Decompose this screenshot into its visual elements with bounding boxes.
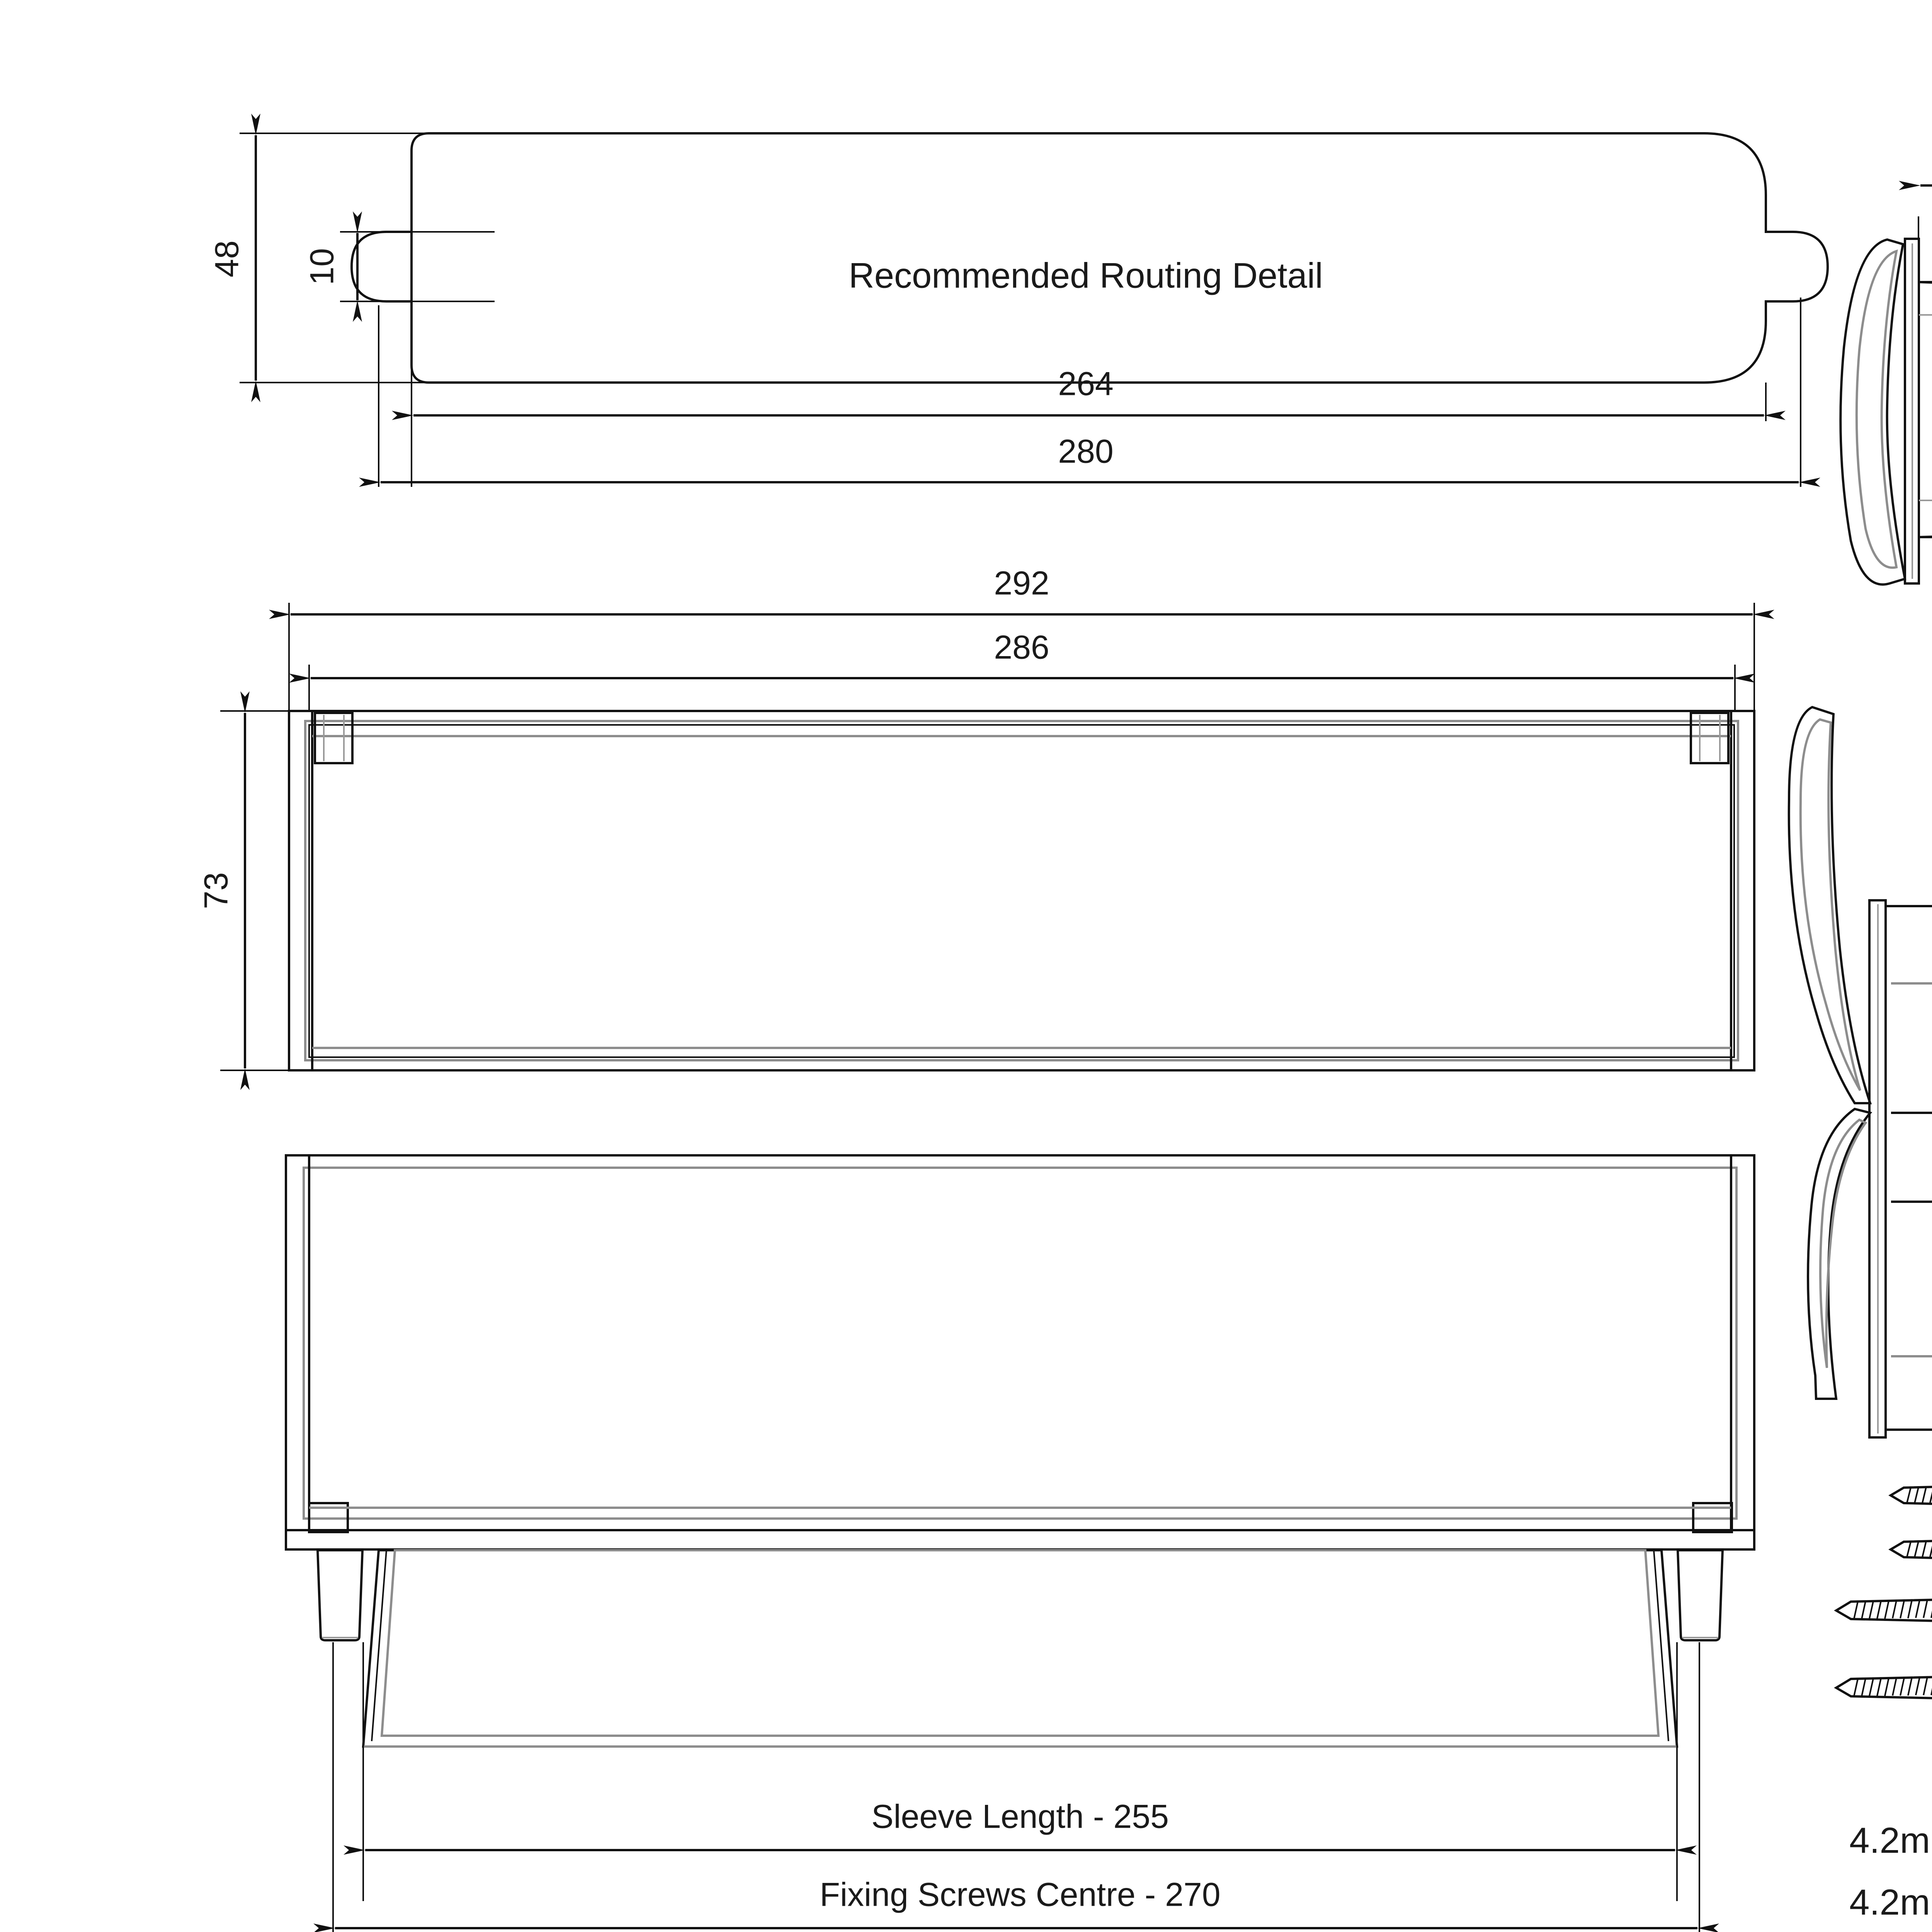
front-plate-outer bbox=[288, 710, 1755, 1071]
front-plate-bevel bbox=[304, 720, 1739, 1061]
view-door-thickness-section: 40 - 80 bbox=[1839, 181, 1932, 586]
screw-long-1-body bbox=[1834, 1599, 1932, 1622]
dim-label-292: 292 bbox=[994, 565, 1049, 602]
side-tongue bbox=[1891, 1112, 1932, 1203]
rear-sleeve-outline bbox=[362, 1549, 1679, 1748]
rear-sleeve-left-edge bbox=[371, 1550, 387, 1742]
dim-label-280: 280 bbox=[1058, 433, 1114, 470]
dim-label-48: 48 bbox=[209, 240, 246, 277]
rear-hinge-knuckle-right bbox=[1692, 1502, 1733, 1533]
rear-hinge-knuckle-left bbox=[308, 1502, 349, 1533]
side-flap-upper-outer bbox=[1787, 706, 1872, 1104]
screw-label-50mm: 4.2mm x 50mm bbox=[1849, 1820, 1932, 1861]
screw-short-2-body bbox=[1888, 1540, 1932, 1559]
rear-plate-outer bbox=[285, 1154, 1755, 1531]
section-left-flap-inner bbox=[1855, 249, 1898, 569]
view-front-elevation: 292 286 73 bbox=[198, 565, 1774, 1090]
screw-long-2 bbox=[1834, 1676, 1932, 1699]
side-sleeve-body bbox=[1886, 905, 1932, 1431]
dim-label-10: 10 bbox=[304, 248, 341, 285]
side-flap-upper-inner bbox=[1799, 718, 1861, 1091]
rear-sleeve-inner bbox=[380, 1549, 1660, 1737]
screw-short-1 bbox=[1888, 1486, 1932, 1505]
dim-label-73: 73 bbox=[198, 872, 235, 909]
routing-detail-label: Recommended Routing Detail bbox=[849, 256, 1323, 295]
screw-short-1-threads bbox=[1906, 1486, 1932, 1503]
screw-short-1-body bbox=[1888, 1486, 1932, 1505]
section-left-plate bbox=[1904, 238, 1920, 585]
section-left-flap-outer bbox=[1839, 238, 1906, 586]
screw-short-2 bbox=[1888, 1540, 1932, 1559]
front-plate-bevel-2 bbox=[308, 724, 1735, 1058]
screw-long-2-body bbox=[1834, 1676, 1932, 1699]
screw-long-2-threads bbox=[1853, 1677, 1932, 1697]
view-fixing-screws: 4.2mm x 50mm 4.2mm x 70mm bbox=[1834, 1486, 1932, 1922]
screw-short-2-threads bbox=[1906, 1541, 1932, 1558]
dim-label-264: 264 bbox=[1058, 366, 1114, 403]
rear-sleeve-right-edge bbox=[1653, 1550, 1669, 1742]
side-flap-lower-inner bbox=[1819, 1118, 1867, 1368]
view-side-section: 33 68 bbox=[1787, 706, 1932, 1439]
dim-label-sleeve-length: Sleeve Length - 255 bbox=[871, 1798, 1169, 1835]
section-sleeve-body bbox=[1919, 281, 1932, 538]
screw-long-1 bbox=[1834, 1599, 1932, 1622]
side-front-plate bbox=[1868, 899, 1887, 1439]
rear-plate-bevel bbox=[303, 1167, 1738, 1520]
section-sleeve-bottom-edge bbox=[1918, 536, 1932, 538]
section-sleeve-top-edge bbox=[1918, 281, 1932, 284]
screw-long-1-threads bbox=[1853, 1599, 1932, 1619]
rear-flange bbox=[285, 1529, 1755, 1551]
front-hinge-knuckle-left bbox=[314, 712, 354, 764]
side-flap-lower-outer bbox=[1807, 1107, 1872, 1400]
view-rear-plate: Sleeve Length - 255 Fixing Screws Centre… bbox=[285, 1154, 1755, 1932]
rear-screw-post-left bbox=[316, 1549, 364, 1641]
dim-label-fixing-screws: Fixing Screws Centre - 270 bbox=[820, 1876, 1220, 1913]
dim-label-286: 286 bbox=[994, 629, 1049, 666]
view-routing-detail: Recommended Routing Detail 48 10 264 280 bbox=[209, 114, 1829, 487]
rear-screw-post-right bbox=[1676, 1549, 1724, 1641]
screw-label-70mm: 4.2mm x 70mm bbox=[1849, 1882, 1932, 1922]
front-hinge-knuckle-right bbox=[1690, 712, 1730, 764]
